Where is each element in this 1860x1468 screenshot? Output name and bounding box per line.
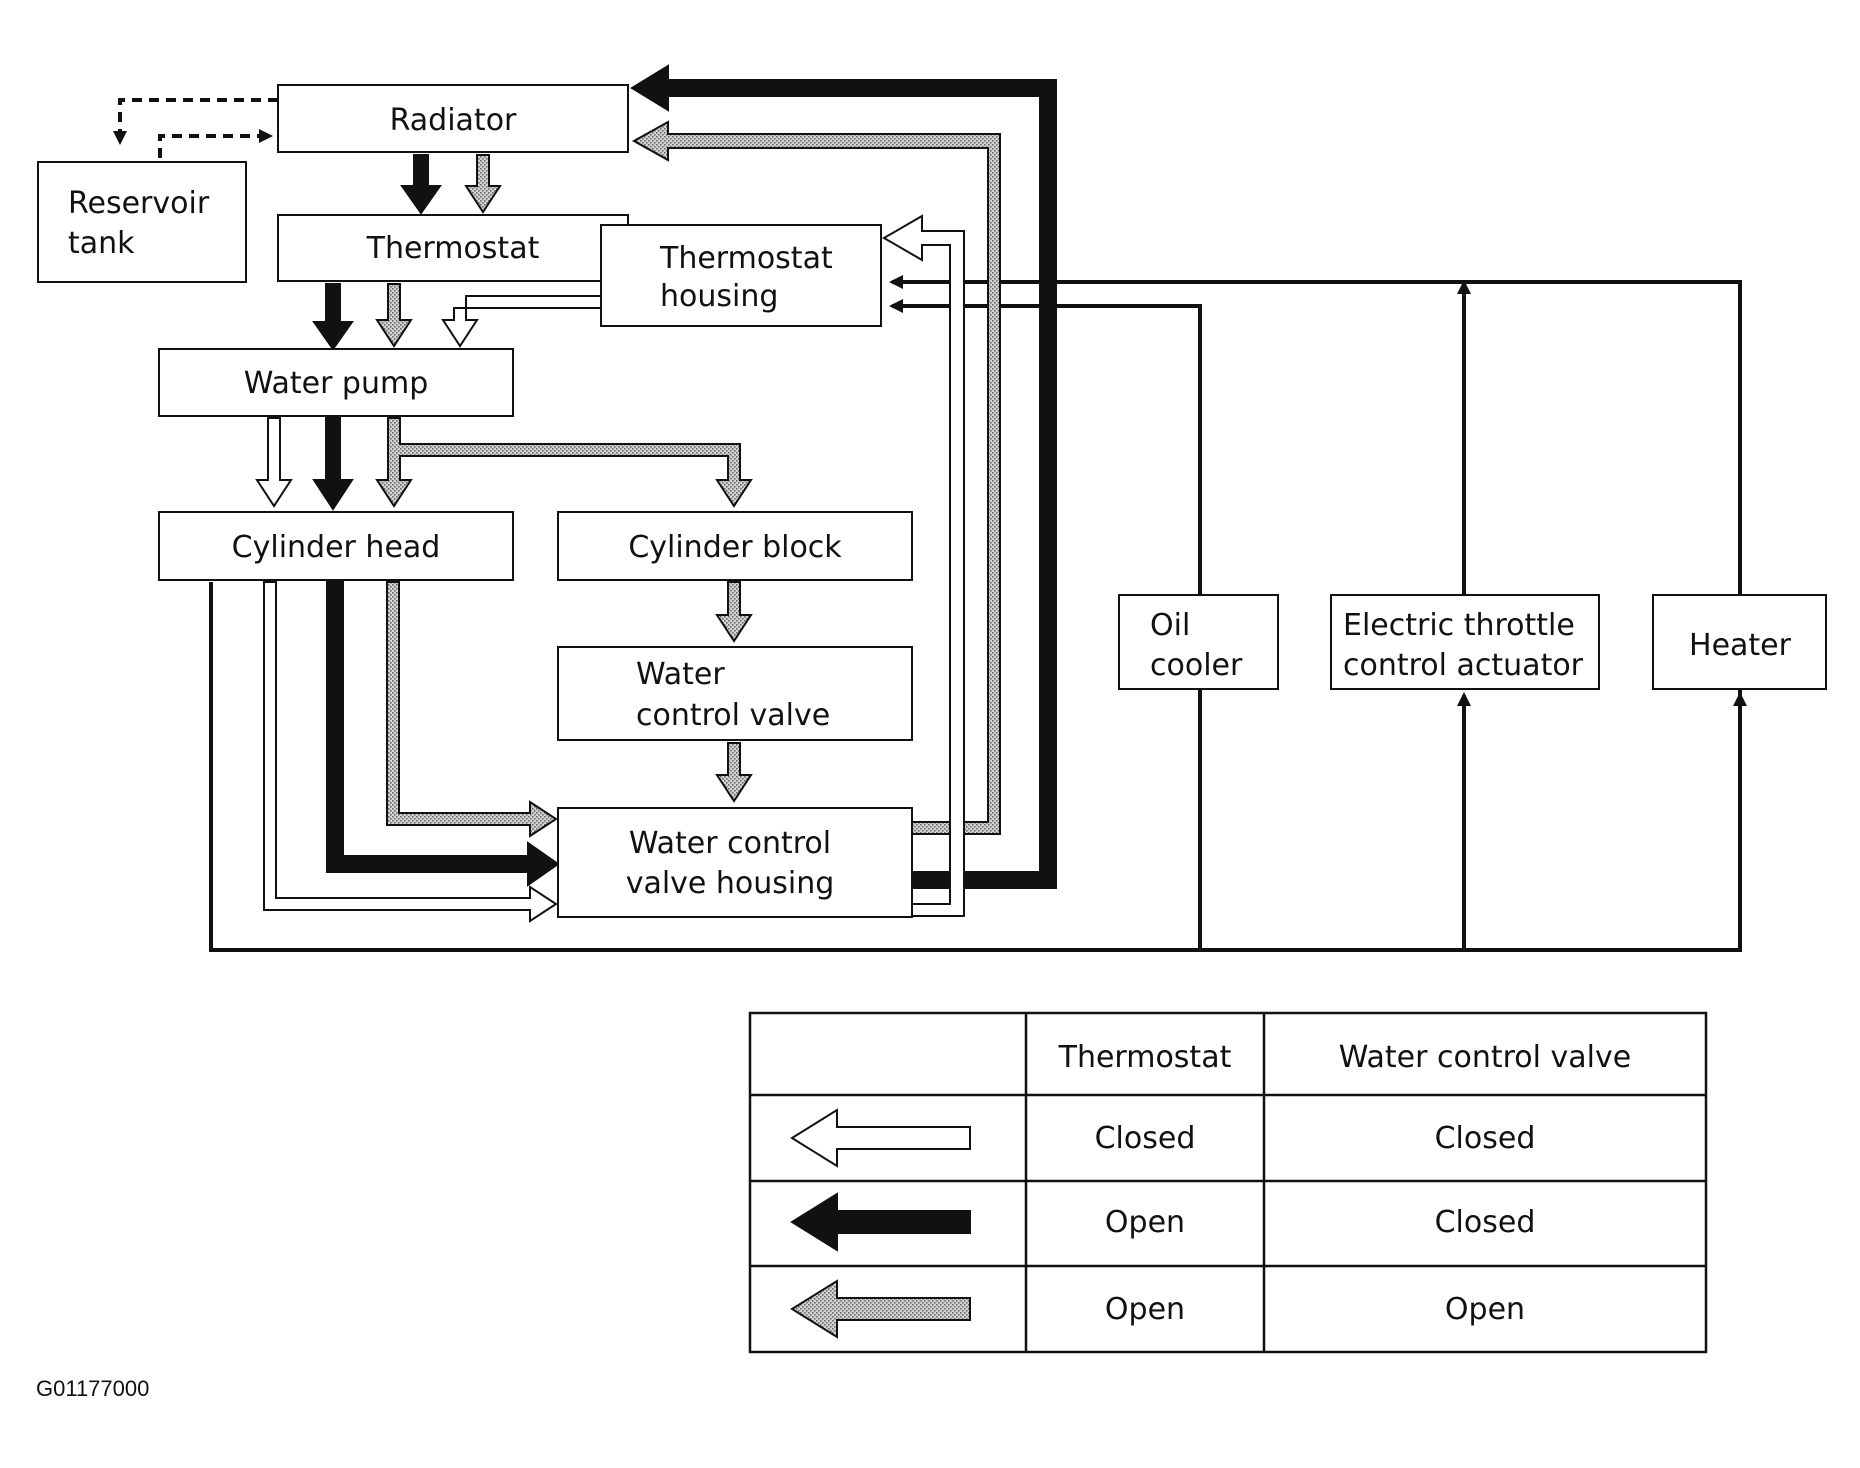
cylinder-head-box: Cylinder head bbox=[158, 511, 514, 581]
etc-actuator-label-line1: Electric throttle bbox=[1343, 608, 1575, 643]
etc-actuator-label-line2: control actuator bbox=[1343, 648, 1584, 683]
water-pump-label: Water pump bbox=[244, 366, 429, 401]
figure-code: G01177000 bbox=[36, 1376, 149, 1401]
reservoir-label-line2: tank bbox=[68, 226, 135, 261]
heater-label: Heater bbox=[1689, 628, 1792, 663]
legend-row2-water-control-valve: Closed bbox=[1435, 1205, 1536, 1240]
legend-black-arrow bbox=[790, 1192, 971, 1252]
water-pump-box: Water pump bbox=[158, 348, 514, 417]
legend-header-water-control-valve: Water control valve bbox=[1339, 1040, 1631, 1075]
cylinder-block-label: Cylinder block bbox=[628, 530, 842, 565]
valve-housing-label-line1: Water control bbox=[629, 826, 831, 861]
cylinder-block-box: Cylinder block bbox=[557, 511, 913, 581]
legend-row3-water-control-valve: Open bbox=[1445, 1292, 1525, 1327]
legend-row3-thermostat: Open bbox=[1105, 1292, 1185, 1327]
thin-return-lines bbox=[209, 275, 1747, 952]
hatched-flow-arrows bbox=[375, 120, 1001, 838]
legend-hatched-arrow bbox=[790, 1279, 971, 1339]
thermostat-box: Thermostat bbox=[277, 214, 629, 282]
electric-throttle-control-actuator-box: Electric throttle control actuator bbox=[1330, 594, 1600, 690]
heater-box: Heater bbox=[1652, 594, 1827, 690]
legend-white-arrow bbox=[790, 1108, 971, 1168]
radiator-box: Radiator bbox=[277, 84, 629, 153]
legend-table bbox=[748, 1011, 1708, 1354]
radiator-label: Radiator bbox=[390, 103, 517, 138]
thermostat-label: Thermostat bbox=[366, 231, 540, 266]
legend-row1-water-control-valve: Closed bbox=[1435, 1121, 1536, 1156]
white-flow-arrows bbox=[255, 214, 965, 923]
legend-header-thermostat: Thermostat bbox=[1058, 1040, 1232, 1075]
reservoir-label-line1: Reservoir bbox=[68, 186, 210, 221]
valve-housing-label-line2: valve housing bbox=[626, 866, 835, 901]
water-control-valve-label-line2: control valve bbox=[636, 698, 830, 733]
oil-cooler-label-line2: cooler bbox=[1150, 648, 1243, 683]
oil-cooler-box: Oil cooler bbox=[1118, 594, 1279, 690]
cylinder-head-label: Cylinder head bbox=[232, 530, 441, 565]
thermostat-housing-box: Thermostat housing bbox=[600, 224, 882, 327]
legend-row1-thermostat: Closed bbox=[1095, 1121, 1196, 1156]
black-flow-arrows bbox=[312, 64, 1057, 889]
water-control-valve-housing-box: Water control valve housing bbox=[557, 807, 913, 918]
water-control-valve-box: Water control valve bbox=[557, 646, 913, 741]
reservoir-dashed-lines bbox=[113, 98, 278, 158]
thermostat-housing-label-line1: Thermostat bbox=[659, 241, 833, 276]
thermostat-housing-label-line2: housing bbox=[660, 279, 778, 314]
water-control-valve-label-line1: Water bbox=[636, 657, 725, 692]
oil-cooler-label-line1: Oil bbox=[1150, 608, 1190, 643]
reservoir-tank-box: Reservoir tank bbox=[37, 161, 247, 283]
legend-row2-thermostat: Open bbox=[1105, 1205, 1185, 1240]
